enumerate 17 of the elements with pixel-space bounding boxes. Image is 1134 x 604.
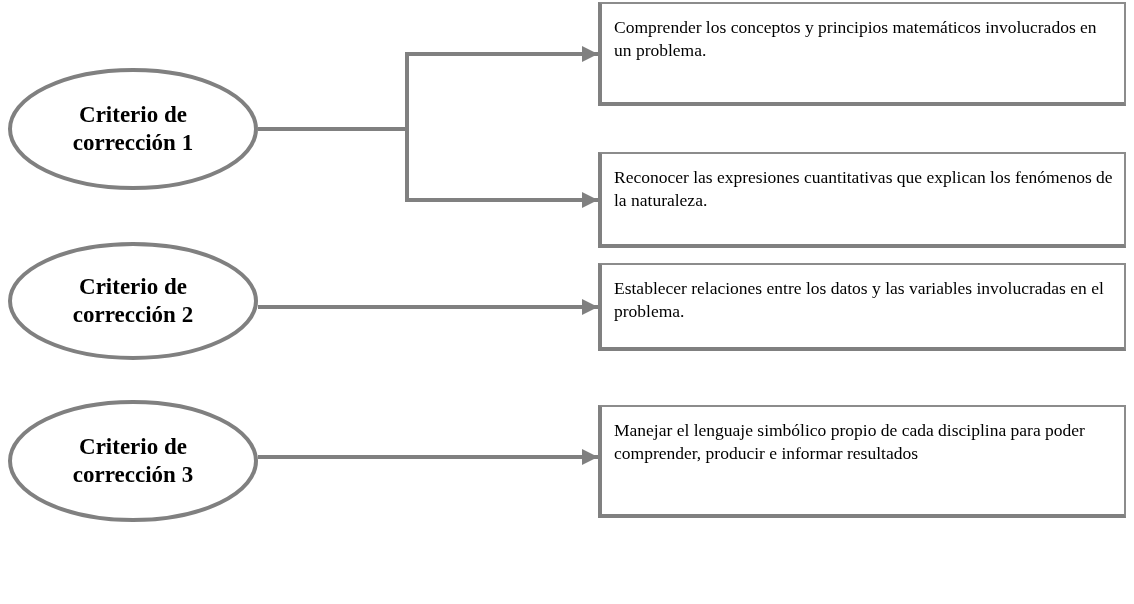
description-text: Reconocer las expresiones cuantitativas que explican los fenómenos de la naturaleza. (614, 166, 1114, 212)
description-box (598, 152, 1126, 248)
criterion-ellipse (8, 400, 258, 522)
criterion-title: Criterio de corrección 2 (71, 273, 195, 329)
criterion-title: Criterio de corrección 1 (71, 101, 195, 157)
arrow (258, 299, 598, 315)
description-text: Manejar el lenguaje simbólico propio de cada disciplina para poder comprender, producir e informar resultados (614, 419, 1086, 465)
arrow (258, 449, 598, 465)
criterion-ellipse (8, 68, 258, 190)
description-box (598, 2, 1126, 106)
arrow (258, 127, 598, 208)
description-box (598, 405, 1126, 518)
description-text: Establecer relaciones entre los datos y las variables involucradas en el problema. (614, 277, 1105, 323)
description-box (598, 263, 1126, 351)
criterion-ellipse (8, 242, 258, 360)
description-text: Comprender los conceptos y principios matemáticos involucrados en un problema. (614, 16, 1098, 62)
criterion-title: Criterio de corrección 3 (71, 433, 195, 489)
